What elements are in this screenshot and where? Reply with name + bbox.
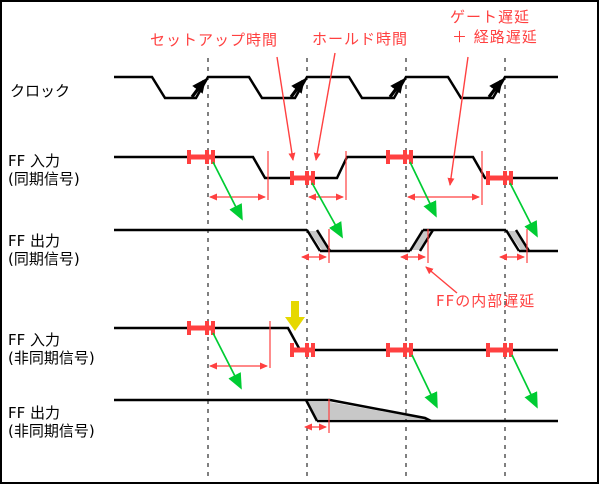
async-violation-arrow [285, 301, 305, 331]
red-annotations-layer [187, 52, 528, 433]
hold-time-label: ホールド時間 [312, 30, 408, 48]
uncertainty-regions-layer [308, 231, 530, 419]
internal-delay-leader-arrow [425, 266, 458, 294]
gate-delay-label-line1: ゲート遅延 [450, 8, 530, 26]
green-arrows-layer [212, 161, 538, 409]
ff-output-async-waveform-seg2 [304, 399, 319, 422]
sample-arrow-async-2 [411, 354, 438, 409]
ff-output-sync-label-line2: (同期信号) [8, 250, 80, 268]
clock-rising-edge-arrow-3 [388, 78, 404, 98]
async-output-metastable-region [308, 402, 426, 419]
clock-rising-edge-arrow-4 [487, 78, 503, 98]
ff-output-sync-waveform-seg2 [305, 229, 322, 252]
sample-arrow-sync-3 [409, 161, 437, 218]
sample-arrow-sync-4 [509, 182, 538, 238]
sample-arrow-sync-2 [311, 182, 343, 239]
clock-waveform [114, 75, 558, 100]
hold-time-leader-arrow [313, 52, 336, 161]
ff-input-sync-label-line1: FF 入力 [8, 152, 60, 170]
ff-output-sync-waveform-seg3 [315, 229, 332, 252]
input-async-marker-edge2 [290, 343, 315, 357]
ff-input-async-waveform [114, 326, 558, 352]
sample-arrow-sync-1 [212, 161, 243, 221]
input-sync-marker-edge2 [290, 171, 315, 185]
waveforms-layer [114, 75, 558, 423]
ff-output-sync-waveform-seg8 [504, 229, 521, 252]
ff-output-sync-waveform-seg5 [408, 229, 425, 252]
ff-input-async-label-line2: (非同期信号) [8, 349, 95, 367]
input-sync-marker-edge1 [187, 150, 215, 164]
ff-input-sync-waveform [114, 155, 558, 180]
sample-arrow-async-3 [511, 354, 538, 409]
input-async-marker-edge4 [486, 343, 513, 357]
ff-output-sync-label-line1: FF 出力 [8, 232, 60, 250]
setup-time-leader-arrow [276, 56, 296, 161]
input-sync-marker-edge4 [486, 171, 513, 185]
ff-output-async-label-line2: (非同期信号) [8, 422, 95, 440]
ff-output-sync-waveform-seg6 [418, 229, 435, 252]
setup-time-label: セットアップ時間 [150, 31, 278, 49]
ff-internal-delay-label: FFの内部遅延 [436, 292, 535, 310]
clock-rising-edge-arrow-2 [289, 78, 305, 98]
gridlines-layer [207, 58, 506, 480]
clock-row-label: クロック [10, 82, 70, 100]
input-sync-marker-edge3 [386, 150, 413, 164]
ff-input-sync-label-line2: (同期信号) [8, 170, 80, 188]
input-async-marker-edge3 [386, 343, 413, 357]
input-async-marker-edge1 [187, 321, 215, 335]
clock-rising-edge-arrow-1 [190, 78, 206, 98]
ff-output-async-label-line1: FF 出力 [8, 404, 60, 422]
ff-input-async-label-line1: FF 入力 [8, 331, 60, 349]
misc-layer [285, 301, 305, 331]
gate-delay-leader-arrow [447, 56, 469, 186]
gate-delay-label-line2: ＋ 経路遅延 [452, 28, 538, 46]
sample-arrow-async-1 [212, 332, 242, 390]
